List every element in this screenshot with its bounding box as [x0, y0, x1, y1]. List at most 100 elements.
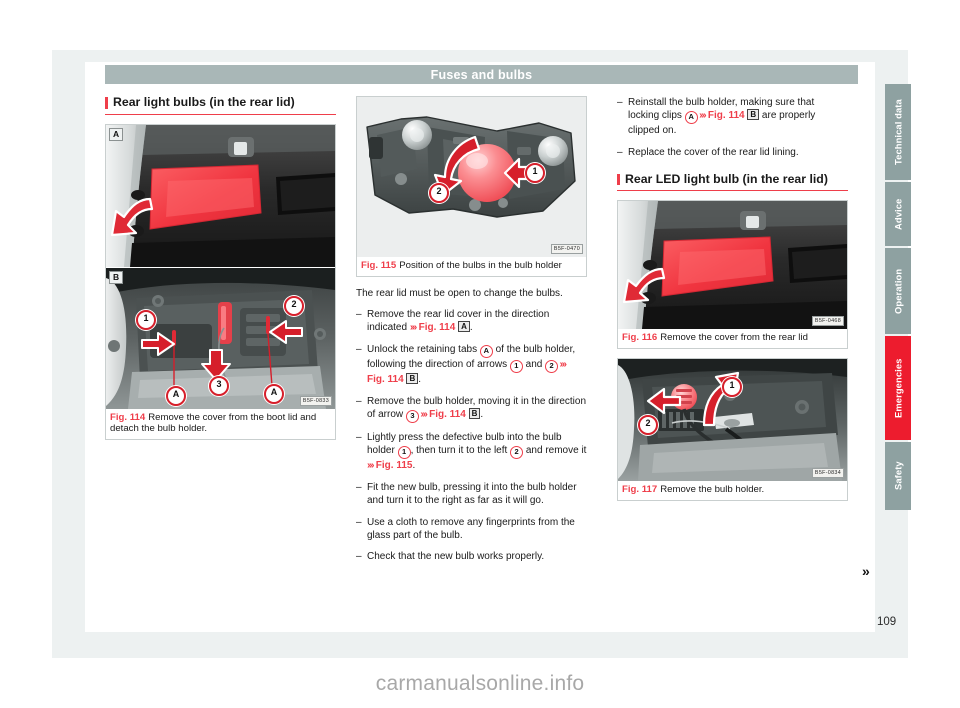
circled-callout-marker: A	[684, 111, 698, 125]
footer-watermark: carmanualsonline.info	[375, 672, 585, 695]
figure-116-number: Fig. 116	[622, 332, 658, 344]
figure-115-callout-2: 2	[429, 183, 449, 203]
rear-lid-inner-illustration	[106, 267, 335, 409]
figure-115-caption-text: Position of the bulbs in the bulb holder	[399, 260, 562, 271]
middle-step-5: Fit the new bulb, pressing it into the b…	[356, 481, 587, 508]
step-text: Reinstall the bulb holder, making sure t…	[628, 97, 815, 122]
figure-115-callout-1: 1	[525, 163, 545, 183]
figure-117-caption-text: Remove the bulb holder.	[660, 484, 765, 496]
figure-115-number: Fig. 115	[361, 260, 397, 271]
figure-114-callout-a-right: A	[264, 383, 284, 404]
right-step-1: Reinstall the bulb holder, making sure t…	[617, 96, 848, 138]
running-header-title: Fuses and bulbs	[430, 67, 533, 82]
figure-114-caption-text: Remove the cover from the boot lid and d…	[110, 411, 317, 435]
figure-cross-reference[interactable]: Fig. 115	[373, 460, 413, 472]
middle-step-4: Lightly press the defective bulb into th…	[356, 431, 587, 473]
figure-117-code: B5F-0834	[811, 468, 844, 479]
step-text: .	[418, 374, 422, 386]
step-text: are properly clipped on.	[628, 110, 816, 137]
boxed-letter-marker: B	[406, 373, 419, 385]
figure-114-panel-b-image: B 1 2 3 A A B5F-0833	[106, 266, 335, 409]
circled-callout-marker: 2	[510, 446, 524, 460]
triple-chevron-icon: ›››	[409, 321, 418, 334]
step-text: Lightly press the defective bulb into th…	[367, 431, 562, 457]
step-text: Check that the new bulb works properly.	[367, 551, 545, 563]
triple-chevron-icon: ›››	[418, 407, 428, 420]
step-text: .	[469, 322, 473, 334]
sidebar-tab-label: Safety	[892, 461, 904, 491]
led-bulb-holder-illustration	[618, 359, 847, 482]
sidebar-tab-emergencies[interactable]: Emergencies	[885, 336, 911, 440]
triple-chevron-icon: ›››	[558, 358, 568, 371]
boxed-letter-marker: B	[747, 109, 760, 121]
step-text: Use a cloth to remove any fingerprints f…	[367, 516, 575, 541]
sidebar-tab-label: Advice	[892, 198, 904, 230]
step-text: .	[412, 460, 416, 472]
rear-lid-cover-illustration	[618, 201, 847, 330]
figure-117-callout-1: 1	[722, 377, 742, 398]
step-text: Remove the bulb holder, moving it in the…	[367, 395, 587, 420]
figure-114-panel-a-letter: A	[109, 127, 124, 141]
sidebar-tab-technical-data[interactable]: Technical data	[885, 84, 911, 180]
section-heading-rear-led-light-bulb: Rear LED light bulb (in the rear lid)	[617, 171, 848, 192]
figure-117-number: Fig. 117	[622, 484, 658, 496]
right-step-2: Replace the cover of the rear lid lining…	[617, 146, 848, 160]
figure-115-image: 2 1 B5F-0470	[357, 97, 586, 257]
step-text: Remove the rear lid cover in the directi…	[367, 309, 550, 334]
figure-cross-reference[interactable]: Fig. 114	[415, 322, 459, 334]
sidebar-tab-label: Operation	[892, 268, 904, 314]
triple-chevron-icon: ›››	[367, 459, 375, 472]
figure-114-callout-1: 1	[136, 309, 156, 330]
middle-intro-text: The rear lid must be open to change the …	[356, 287, 563, 299]
figure-114-callout-3: 3	[209, 375, 229, 396]
page-number: 109	[877, 616, 897, 628]
figure-117-image: 1 2 B5F-0834	[618, 359, 847, 482]
figure-116-code: B5F-0468	[811, 316, 844, 327]
figure-116-caption-text: Remove the cover from the rear lid	[660, 332, 808, 344]
step-text: Fit the new bulb, pressing it into the b…	[367, 482, 577, 507]
sidebar-tab-advice[interactable]: Advice	[885, 182, 911, 246]
figure-114-callout-a-left: A	[166, 385, 186, 406]
circled-callout-marker: 3	[405, 409, 419, 423]
step-text: Unlock the retaining tabs	[367, 344, 480, 356]
step-text: Replace the cover of the rear lid lining…	[628, 146, 799, 158]
sidebar-tab-operation[interactable]: Operation	[885, 248, 911, 334]
step-text: , then turn it to the left	[410, 445, 511, 457]
figure-114-panel-a-image: A	[106, 124, 335, 267]
column-right: Reinstall the bulb holder, making sure t…	[617, 96, 848, 510]
figure-117-callout-2: 2	[638, 415, 658, 436]
figure-cross-reference[interactable]: Fig. 114	[705, 110, 748, 122]
step-text: of the bulb holder, following the direct…	[367, 344, 576, 371]
boxed-letter-marker: A	[458, 321, 470, 333]
sidebar-tab-safety[interactable]: Safety	[885, 442, 911, 510]
section-heading-rear-light-bulbs: Rear light bulbs (in the rear lid)	[105, 95, 336, 115]
figure-cross-reference[interactable]: Fig. 114	[367, 374, 407, 386]
circled-callout-marker: 1	[509, 360, 523, 374]
section-heading-text-led: Rear LED light bulb (in the rear lid)	[625, 171, 828, 186]
column-left: Rear light bulbs (in the rear lid)	[105, 95, 336, 449]
middle-step-list: Remove the rear lid cover in the directi…	[356, 308, 587, 564]
triple-chevron-icon: ›››	[697, 109, 707, 122]
circled-callout-marker: 2	[545, 360, 559, 374]
boxed-letter-marker: B	[468, 407, 481, 419]
circled-callout-marker: 1	[397, 446, 411, 460]
sidebar-tab-label: Technical data	[892, 99, 904, 165]
middle-step-1: Remove the rear lid cover in the directi…	[356, 308, 587, 335]
figure-115-code: B5F-0470	[550, 244, 583, 254]
step-text: .	[480, 408, 484, 420]
continuation-marker: »	[862, 563, 870, 579]
figure-114-callout-2: 2	[284, 295, 304, 316]
figure-cross-reference[interactable]: Fig. 114	[426, 408, 469, 420]
step-text: and remove it	[523, 445, 587, 457]
sidebar-tab-label: Emergencies	[892, 358, 904, 418]
figure-114-panel-b-letter: B	[109, 270, 124, 284]
bulb-holder-illustration	[357, 97, 586, 257]
middle-step-3: Remove the bulb holder, moving it in the…	[356, 395, 587, 423]
